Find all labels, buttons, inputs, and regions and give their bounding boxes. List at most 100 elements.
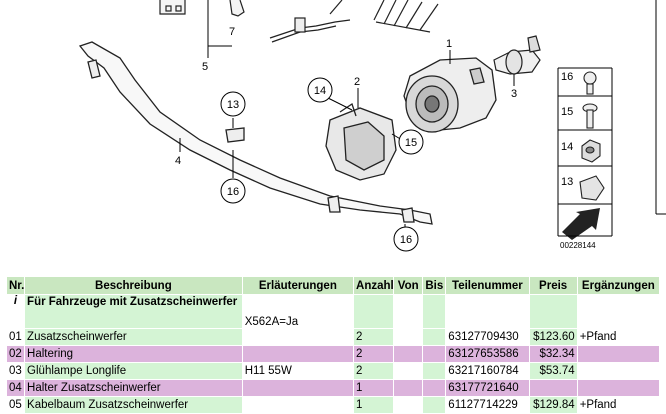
holder-ring-drawing <box>325 102 397 181</box>
svg-text:14: 14 <box>561 141 573 153</box>
parts-diagram: 1 2 3 4 5 7 13 14 15 16 16 16 15 14 13 0… <box>78 0 666 252</box>
cell-ergaenzungen: +Pfand <box>577 397 659 413</box>
cell-von <box>394 397 423 413</box>
bulb-drawing <box>493 35 541 75</box>
callout-1: 1 <box>446 38 452 50</box>
col-header-preis[interactable]: Preis <box>529 277 577 294</box>
callout-16-circle-b: 16 <box>393 226 419 252</box>
table-row[interactable]: 04 Halter Zusatzscheinwerfer 1 631777216… <box>7 380 659 396</box>
cell-erlaeuterungen <box>242 346 354 362</box>
svg-text:15: 15 <box>561 106 573 118</box>
cell-bis <box>423 363 446 379</box>
table-row[interactable]: 02 Haltering 2 63127653586 $32.34 <box>7 346 659 362</box>
cell-preis: $123.60 <box>529 329 577 345</box>
cell-von <box>394 329 423 345</box>
cell-anzahl: 1 <box>354 380 394 396</box>
callout-7: 7 <box>229 26 235 38</box>
svg-text:15: 15 <box>405 137 417 149</box>
cell-preis: $32.34 <box>529 346 577 362</box>
cell-anzahl: 2 <box>354 329 394 345</box>
cell-bis <box>423 329 446 345</box>
cell-teilenummer[interactable]: 63217160784 <box>446 363 529 379</box>
svg-text:16: 16 <box>227 186 239 198</box>
callout-14-circle: 14 <box>307 77 333 103</box>
svg-text:2: 2 <box>354 76 360 88</box>
cell-erlaeuterungen <box>242 329 354 345</box>
cell-anzahl: 2 <box>354 346 394 362</box>
arrow-icon <box>560 208 610 240</box>
svg-text:7: 7 <box>229 26 235 38</box>
svg-text:14: 14 <box>314 85 326 97</box>
note-description: Für Fahrzeuge mit Zusatzscheinwerfer <box>25 295 242 328</box>
callout-4: 4 <box>175 155 181 167</box>
callout-16-circle-a: 16 <box>220 178 246 204</box>
screw-15-drawing <box>582 103 598 129</box>
cell-beschreibung: Kabelbaum Zusatzscheinwerfer <box>25 397 242 413</box>
svg-text:3: 3 <box>511 88 517 100</box>
table-row[interactable]: 03 Glühlampe Longlife H11 55W 2 63217160… <box>7 363 659 379</box>
col-header-von[interactable]: Von <box>394 277 423 294</box>
cell-beschreibung: Zusatzscheinwerfer <box>25 329 242 345</box>
cell-nr: 01 <box>7 329 25 345</box>
cell-teilenummer[interactable]: 63177721640 <box>446 380 529 396</box>
cell-bis <box>423 380 446 396</box>
callout-13-circle: 13 <box>220 91 246 117</box>
svg-text:4: 4 <box>175 155 181 167</box>
cell-teilenummer[interactable]: 63127653586 <box>446 346 529 362</box>
cable-harness-drawing <box>269 0 439 43</box>
svg-text:13: 13 <box>561 176 573 188</box>
relay-part-drawing <box>159 0 245 17</box>
cell-ergaenzungen: +Pfand <box>577 329 659 345</box>
col-header-teilenummer[interactable]: Teilenummer <box>446 277 529 294</box>
cell-beschreibung: Halter Zusatzscheinwerfer <box>25 380 242 396</box>
cell-von <box>394 363 423 379</box>
cell-ergaenzungen <box>577 380 659 396</box>
cell-erlaeuterungen <box>242 380 354 396</box>
callout-15-circle: 15 <box>398 129 424 155</box>
table-row[interactable]: 01 Zusatzscheinwerfer 2 63127709430 $123… <box>7 329 659 345</box>
col-header-bis[interactable]: Bis <box>423 277 446 294</box>
cell-nr: 02 <box>7 346 25 362</box>
col-header-nr[interactable]: Nr. <box>7 277 25 294</box>
exploded-view-illustration: 1 2 3 4 5 7 13 14 15 16 16 16 15 14 13 0… <box>78 0 666 252</box>
cell-erlaeuterungen: H11 55W <box>242 363 354 379</box>
svg-text:16: 16 <box>400 234 412 246</box>
side-panel <box>557 0 666 240</box>
side-label-13: 13 <box>561 176 573 188</box>
cell-ergaenzungen <box>577 346 659 362</box>
col-header-ergaenzungen[interactable]: Ergänzungen <box>577 277 659 294</box>
cell-beschreibung: Haltering <box>25 346 242 362</box>
cell-beschreibung: Glühlampe Longlife <box>25 363 242 379</box>
callout-2: 2 <box>354 76 360 88</box>
svg-text:16: 16 <box>561 71 573 83</box>
parts-table: Nr. Beschreibung Erläuterungen Anzahl Vo… <box>6 276 660 414</box>
table-header-row: Nr. Beschreibung Erläuterungen Anzahl Vo… <box>7 277 659 294</box>
cell-von <box>394 380 423 396</box>
col-header-beschreibung[interactable]: Beschreibung <box>25 277 242 294</box>
callout-5: 5 <box>202 61 208 73</box>
note-row: i Für Fahrzeuge mit Zusatzscheinwerfer X… <box>7 295 659 328</box>
table-row[interactable]: 05 Kabelbaum Zusatzscheinwerfer 1 611277… <box>7 397 659 413</box>
cell-preis <box>529 380 577 396</box>
info-icon: i <box>7 295 25 328</box>
fog-lamp-drawing <box>403 57 497 133</box>
cell-bis <box>423 397 446 413</box>
cell-nr: 03 <box>7 363 25 379</box>
bracket-bar-drawing <box>78 41 433 225</box>
cell-bis <box>423 346 446 362</box>
cell-teilenummer[interactable]: 63127709430 <box>446 329 529 345</box>
side-label-15: 15 <box>561 106 573 118</box>
clip-13-drawing <box>579 175 605 201</box>
callout-3: 3 <box>511 88 517 100</box>
col-header-anzahl[interactable]: Anzahl <box>354 277 394 294</box>
cell-preis: $129.84 <box>529 397 577 413</box>
cell-ergaenzungen <box>577 363 659 379</box>
cell-preis: $53.74 <box>529 363 577 379</box>
screw-16-drawing <box>583 71 597 95</box>
cell-teilenummer[interactable]: 61127714229 <box>446 397 529 413</box>
side-label-16: 16 <box>561 71 573 83</box>
cell-erlaeuterungen <box>242 397 354 413</box>
svg-text:5: 5 <box>202 61 208 73</box>
col-header-erlaeuterungen[interactable]: Erläuterungen <box>242 277 354 294</box>
image-number: 00228144 <box>560 241 596 250</box>
